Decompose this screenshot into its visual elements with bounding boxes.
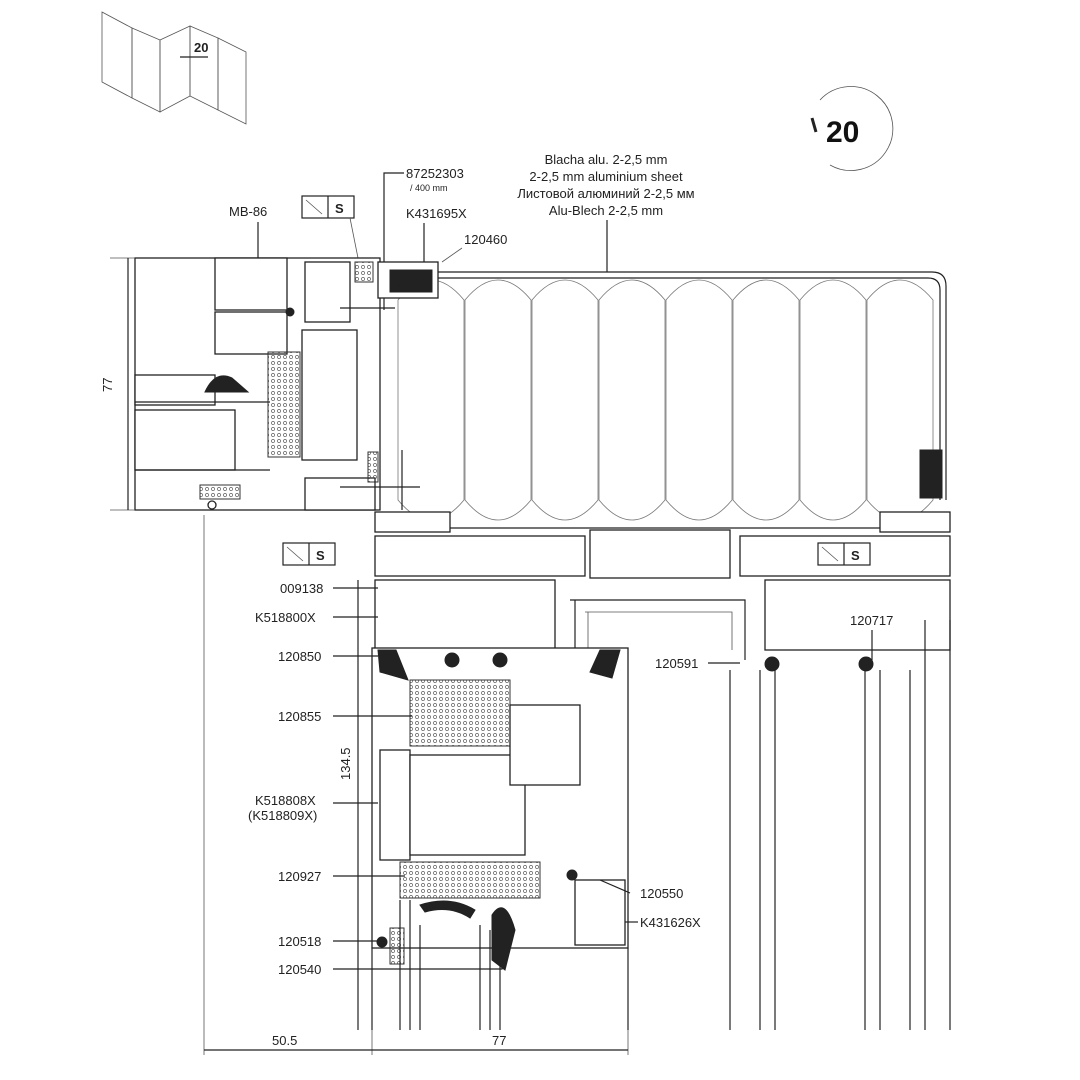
label-120591: 120591 xyxy=(655,656,698,671)
label-120850: 120850 xyxy=(278,649,321,664)
dimension-frame-height: 134.5 xyxy=(338,747,353,780)
svg-text:Blacha alu. 2-2,5 mm: Blacha alu. 2-2,5 mm xyxy=(545,152,668,167)
label-k518808x: K518808X xyxy=(255,793,316,808)
sheet-label: Blacha alu. 2-2,5 mm 2-2,5 mm aluminium … xyxy=(517,152,694,218)
label-k431626x: K431626X xyxy=(640,915,701,930)
label-screw-spacing: / 400 mm xyxy=(410,183,448,193)
sealant-symbol-left: S xyxy=(282,542,336,566)
label-120518: 120518 xyxy=(278,934,321,949)
label-120460: 120460 xyxy=(464,232,507,247)
svg-text:2-2,5 mm aluminium sheet: 2-2,5 mm aluminium sheet xyxy=(529,169,683,184)
dimension-top-height: 77 xyxy=(100,378,115,392)
label-k518809x: (K518809X) xyxy=(248,808,317,823)
insulation-loop xyxy=(464,279,532,521)
dimension-bottom-right: 77 xyxy=(492,1033,506,1048)
key-plan-number: 20 xyxy=(194,40,208,55)
insulation-loop xyxy=(531,279,599,521)
insulation xyxy=(397,279,934,521)
detail-number: 20 xyxy=(826,116,859,149)
mb86-window-section xyxy=(134,257,381,511)
key-plan-icon: 20 xyxy=(101,11,247,125)
top-gasket-assembly xyxy=(340,261,439,510)
svg-text:S: S xyxy=(851,548,860,563)
label-120550: 120550 xyxy=(640,886,683,901)
label-120717: 120717 xyxy=(850,613,893,628)
svg-text:S: S xyxy=(316,548,325,563)
sealant-symbol-top: S xyxy=(301,195,359,259)
svg-text:Alu-Blech 2-2,5 mm: Alu-Blech 2-2,5 mm xyxy=(549,203,663,218)
transom-profiles xyxy=(374,449,951,660)
svg-text:S: S xyxy=(335,201,344,216)
label-120927: 120927 xyxy=(278,869,321,884)
sash-section xyxy=(371,647,874,1030)
aluminium-sheet xyxy=(438,271,947,500)
dimension-bottom-left: 50.5 xyxy=(272,1033,297,1048)
label-mb86: MB-86 xyxy=(229,204,267,219)
sealant-symbol-right: S xyxy=(817,542,871,566)
detail-number-badge: 20 xyxy=(810,86,894,171)
label-screw: 87252303 xyxy=(406,166,464,181)
label-009138: 009138 xyxy=(280,581,323,596)
label-120540: 120540 xyxy=(278,962,321,977)
insulation-loop xyxy=(397,279,465,521)
right-callouts: 120717 120591 120550 K431626X xyxy=(599,613,893,930)
insulation-loop xyxy=(732,279,800,521)
label-k518800x: K518800X xyxy=(255,610,316,625)
label-120855: 120855 xyxy=(278,709,321,724)
insulation-loop xyxy=(665,279,733,521)
right-frame-profiles xyxy=(729,620,951,1030)
label-k431695x: K431695X xyxy=(406,206,467,221)
insulation-loop xyxy=(598,279,666,521)
left-callouts: 009138 K518800X 120850 120855 K518808X (… xyxy=(248,581,503,977)
svg-text:Листовой алюминий 2-2,5 мм: Листовой алюминий 2-2,5 мм xyxy=(517,186,694,201)
insulation-loop xyxy=(799,279,867,521)
dimension-lines: 134.5 50.5 77 xyxy=(203,515,629,1055)
